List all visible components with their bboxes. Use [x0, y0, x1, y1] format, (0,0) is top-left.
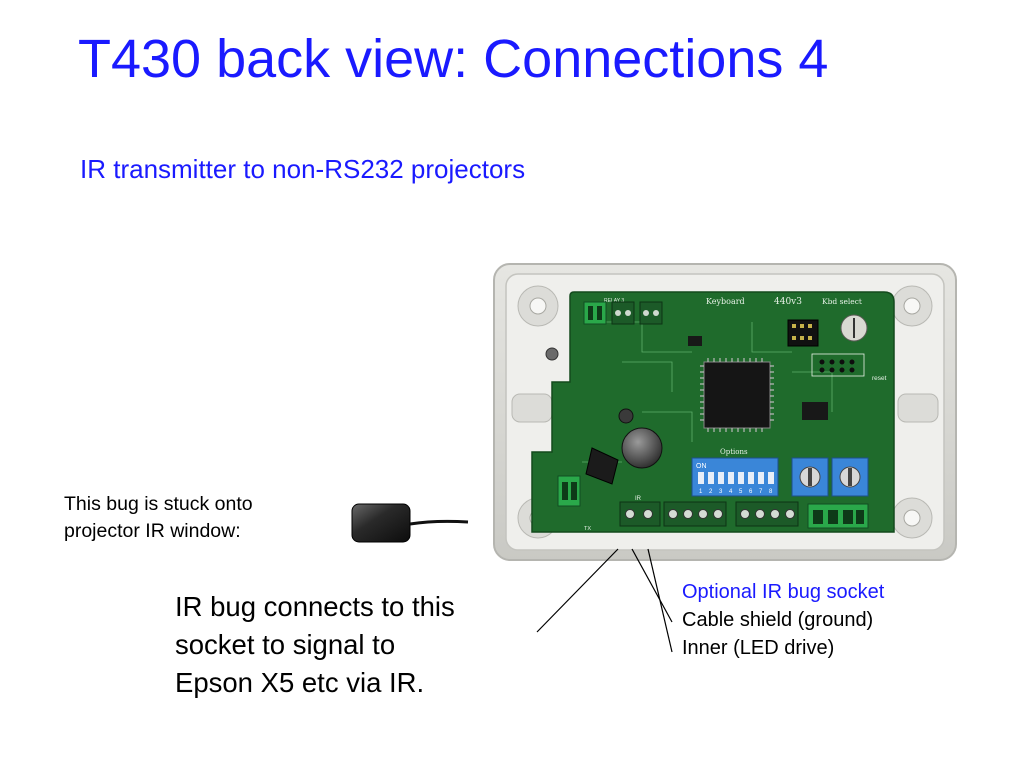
main-note-line-1: IR bug connects to this: [175, 591, 455, 622]
bug-note-line-1: This bug is stuck onto: [64, 493, 253, 515]
dip-number: 7: [759, 489, 763, 495]
t430-device-image: Keyboard 440v3 Kbd select RELAY 3 Option…: [493, 263, 957, 561]
legend-socket: Optional IR bug socket: [682, 581, 885, 603]
main-note-line-2: socket to signal to: [175, 629, 396, 660]
board-version-label: 440v3: [774, 297, 802, 307]
ir-socket-label: IR: [635, 496, 642, 502]
dip-number: 5: [739, 489, 743, 495]
dip-number: 8: [769, 489, 773, 495]
main-note: IR bug connects to this socket to signal…: [175, 588, 555, 702]
ir-bug-body: [351, 503, 411, 543]
board-options-label: Options: [720, 448, 748, 456]
side-slot-right: [897, 393, 939, 423]
slide-title: T430 back view: Connections 4: [78, 29, 829, 89]
board-kbd-select-label: Kbd select: [822, 297, 862, 306]
terminal-top-3: [639, 301, 663, 325]
dip-number: 2: [709, 489, 713, 495]
side-slot-left: [511, 393, 553, 423]
dip-number: 1: [699, 489, 703, 495]
terminal-top-1: [583, 301, 607, 325]
main-note-line-3: Epson X5 etc via IR.: [175, 667, 425, 698]
jumper-header: [787, 319, 819, 347]
small-ic-1: [802, 402, 828, 420]
voltage-regulator: [585, 447, 619, 485]
board-reset-label: reset: [872, 375, 887, 382]
buzzer: [618, 408, 634, 424]
ir-bug-cable: [409, 519, 469, 526]
bug-note: This bug is stuck onto projector IR wind…: [64, 491, 334, 545]
board-relay-label: RELAY 3: [604, 298, 624, 304]
dip-number: 4: [729, 489, 733, 495]
ir-bug-image: [351, 503, 469, 543]
bug-note-line-2: projector IR window:: [64, 520, 241, 542]
pointer-line-inner: [647, 548, 673, 653]
slide-subtitle: IR transmitter to non-RS232 projectors: [80, 154, 526, 184]
dip-number: 6: [749, 489, 753, 495]
socket-legend: Optional IR bug socket Cable shield (gro…: [682, 578, 1002, 662]
ir-socket: [619, 501, 661, 527]
legend-shield: Cable shield (ground): [682, 609, 874, 631]
microcontroller-chip: [703, 361, 771, 429]
electrolytic-capacitor: [621, 427, 663, 469]
terminal-top-2: [611, 301, 635, 325]
screw-head: [545, 347, 559, 361]
board-keyboard-label: Keyboard: [706, 297, 745, 306]
legend-inner: Inner (LED drive): [682, 637, 835, 659]
small-ic-2: [688, 336, 702, 346]
header-right: [811, 353, 865, 377]
dip-on-label: ON: [696, 463, 707, 470]
tx-label: TX: [584, 526, 591, 532]
dip-number: 3: [719, 489, 723, 495]
